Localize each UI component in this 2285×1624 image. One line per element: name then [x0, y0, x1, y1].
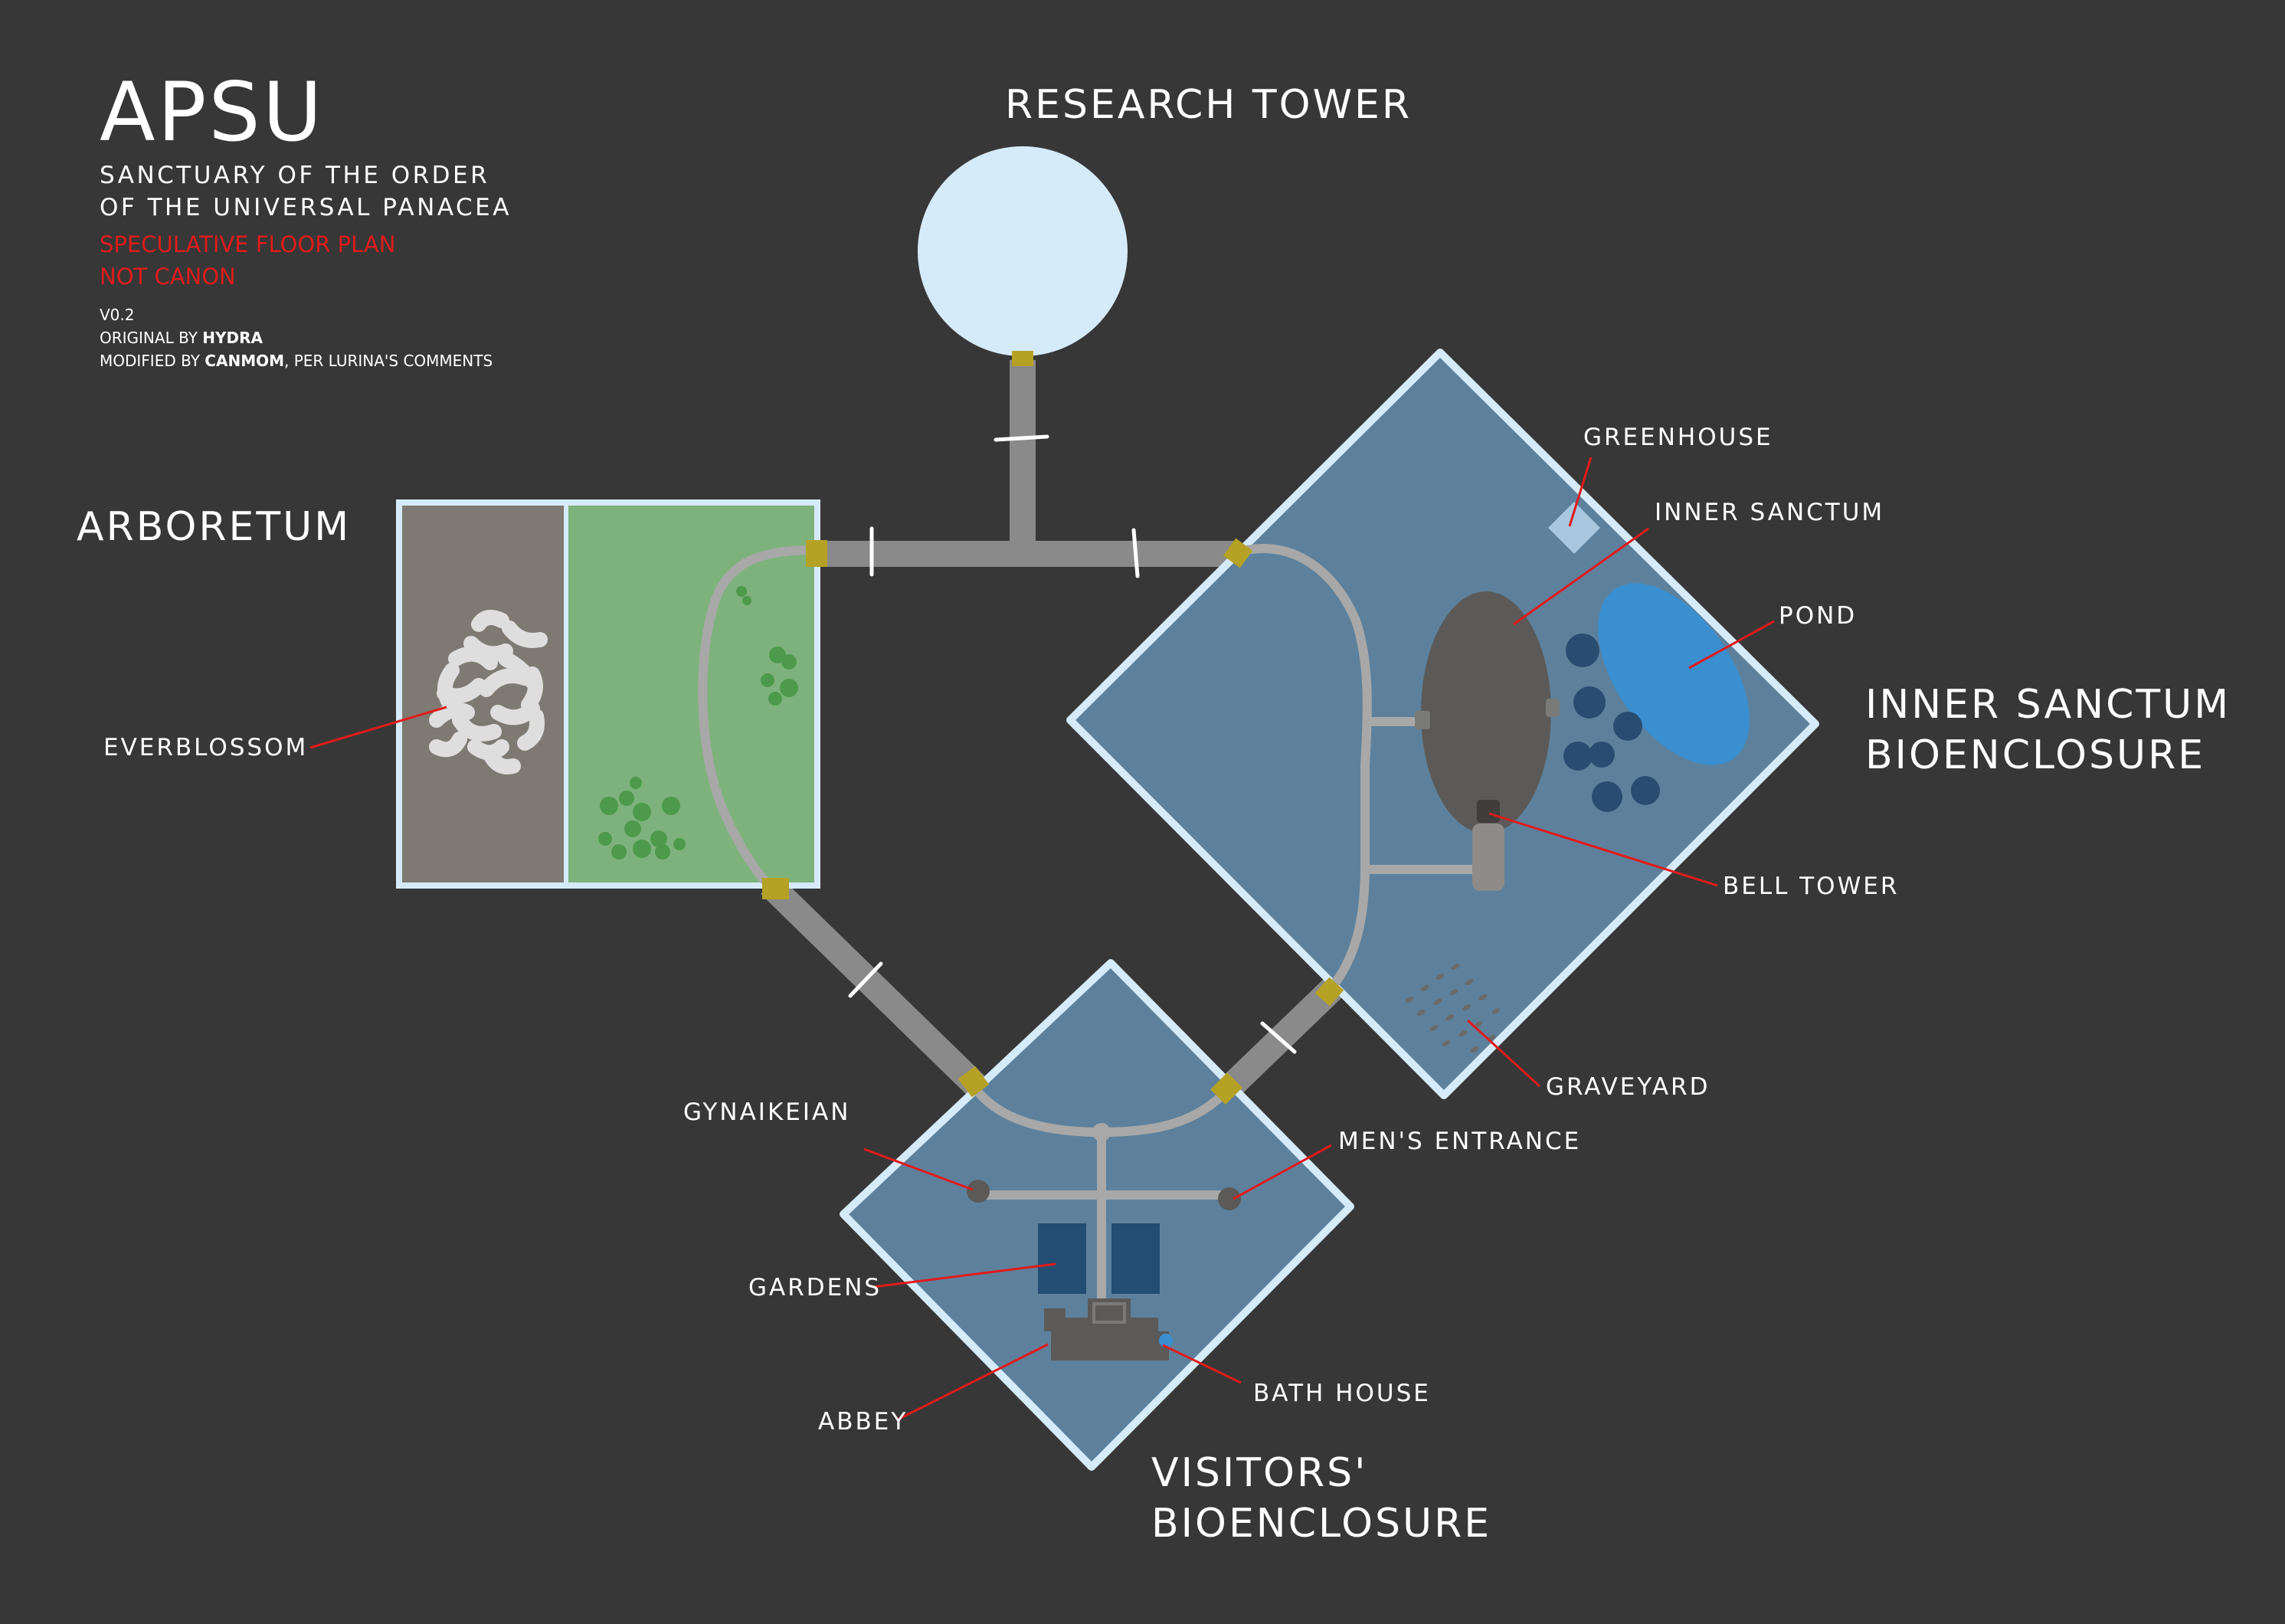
- leader-everblossom: [309, 706, 447, 749]
- version-label: V0.2: [100, 306, 135, 324]
- door-visitors-northwest: [958, 1066, 990, 1098]
- leader-pond: [1688, 620, 1775, 670]
- inner-sanctum-label: INNER SANCTUM: [1655, 499, 1885, 526]
- inner-sanctum-enclosure: [1066, 349, 1819, 1099]
- inner-sanctum-bioenclosure-line-2: BIOENCLOSURE: [1865, 732, 2206, 778]
- modified-credit-prefix: MODIFIED BY: [100, 352, 205, 370]
- inner-sanctum-bioenclosure-line-1: INNER SANCTUM: [1865, 682, 2231, 728]
- bath-house-building: [1159, 1334, 1173, 1347]
- airlock-mark-tower: [994, 434, 1049, 442]
- map-title: APSU: [100, 65, 325, 159]
- credits: V0.2 ORIGINAL BY HYDRA MODIFIED BY CANMO…: [100, 303, 512, 372]
- doors: [762, 351, 1344, 1105]
- original-author: HYDRA: [202, 329, 263, 347]
- original-credit-prefix: ORIGINAL BY: [100, 329, 203, 347]
- research-tower-dome: [918, 146, 1128, 356]
- greenhouse-label: GREENHOUSE: [1583, 424, 1773, 451]
- pond-water: [1598, 583, 1750, 765]
- inner-sanctum-bioenclosure-label: INNER SANCTUM BIOENCLOSURE: [1865, 679, 2231, 781]
- bell-tower-label: BELL TOWER: [1723, 873, 1900, 900]
- pond-label: POND: [1779, 602, 1858, 630]
- title-block: APSU SANCTUARY OF THE ORDER OF THE UNIVE…: [100, 70, 512, 372]
- disclaimer-line-2: NOT CANON: [100, 264, 236, 290]
- graveyard-markers: [1405, 964, 1501, 1053]
- gardens-bed-left: [1038, 1223, 1086, 1294]
- disclaimer-line-1: SPECULATIVE FLOOR PLAN: [100, 231, 396, 257]
- modified-credit-suffix: , PER LURINA'S COMMENTS: [284, 352, 493, 370]
- leader-bell-tower: [1488, 812, 1718, 887]
- map-subtitle: SANCTUARY OF THE ORDER OF THE UNIVERSAL …: [100, 159, 512, 224]
- airlock-mark-southwest: [848, 961, 883, 998]
- arboretum-shrubs: [598, 586, 798, 859]
- leader-graveyard: [1466, 1019, 1541, 1088]
- abbey-label: ABBEY: [818, 1408, 908, 1436]
- leader-gynaikeian: [863, 1148, 974, 1191]
- visitors-path-junction: [1092, 1123, 1111, 1141]
- gynaikeian-building: [967, 1180, 990, 1203]
- modified-author: CANMOM: [205, 352, 284, 370]
- door-inner-sanctum-west: [1223, 538, 1253, 568]
- corridor-arboretum-to-visitors: [761, 875, 986, 1096]
- gynaikeian-label: GYNAIKEIAN: [683, 1098, 851, 1126]
- door-inner-sanctum-south: [1314, 977, 1344, 1007]
- bell-tower-building: [1472, 800, 1504, 891]
- leader-lines: [309, 457, 1775, 1421]
- arboretum-label: ARBORETUM: [77, 504, 352, 550]
- subtitle-line-1: SANCTUARY OF THE ORDER: [100, 162, 490, 189]
- leader-inner-sanctum: [1513, 527, 1649, 626]
- airlock-marks: [848, 434, 1297, 1054]
- modified-credit: MODIFIED BY CANMOM, PER LURINA'S COMMENT…: [100, 349, 512, 372]
- gardens-bed-right: [1111, 1223, 1160, 1294]
- mens-entrance-building: [1218, 1187, 1241, 1210]
- arboretum-border: [396, 499, 820, 889]
- visitors-bioenclosure-label: VISITORS' BIOENCLOSURE: [1151, 1448, 1491, 1549]
- inner-sanctum-path: [1233, 543, 1372, 991]
- original-credit: ORIGINAL BY HYDRA: [100, 326, 512, 349]
- door-visitors-northeast: [1210, 1072, 1242, 1105]
- arboretum-enclosure: [396, 499, 820, 892]
- airlock-mark-east: [1131, 528, 1140, 578]
- inner-sanctum-shrubs: [1563, 634, 1660, 812]
- leader-greenhouse: [1568, 457, 1593, 527]
- leader-abbey: [897, 1343, 1049, 1421]
- visitors-bioenclosure-line-2: BIOENCLOSURE: [1151, 1501, 1492, 1547]
- everblossom-label: EVERBLOSSOM: [103, 734, 309, 761]
- research-tower-label: RESEARCH TOWER: [1005, 82, 1412, 128]
- leader-bath-house: [1162, 1344, 1242, 1384]
- leader-gardens: [872, 1262, 1056, 1288]
- greenhouse-building: [1548, 502, 1600, 554]
- leader-mens-entrance: [1233, 1144, 1332, 1200]
- inner-sanctum-building: [1415, 591, 1560, 833]
- subtitle-line-2: OF THE UNIVERSAL PANACEA: [100, 194, 512, 221]
- everblossom-tree: [429, 610, 548, 774]
- airlock-mark-southeast: [1260, 1021, 1297, 1054]
- bath-house-label: BATH HOUSE: [1253, 1380, 1431, 1407]
- mens-entrance-label: MEN'S ENTRANCE: [1338, 1128, 1582, 1155]
- disclaimer: SPECULATIVE FLOOR PLAN NOT CANON: [100, 228, 512, 293]
- visitors-bioenclosure-line-1: VISITORS': [1151, 1450, 1368, 1496]
- graveyard-label: GRAVEYARD: [1546, 1073, 1710, 1101]
- arboretum-path: [698, 545, 814, 892]
- gardens-label: GARDENS: [748, 1274, 882, 1301]
